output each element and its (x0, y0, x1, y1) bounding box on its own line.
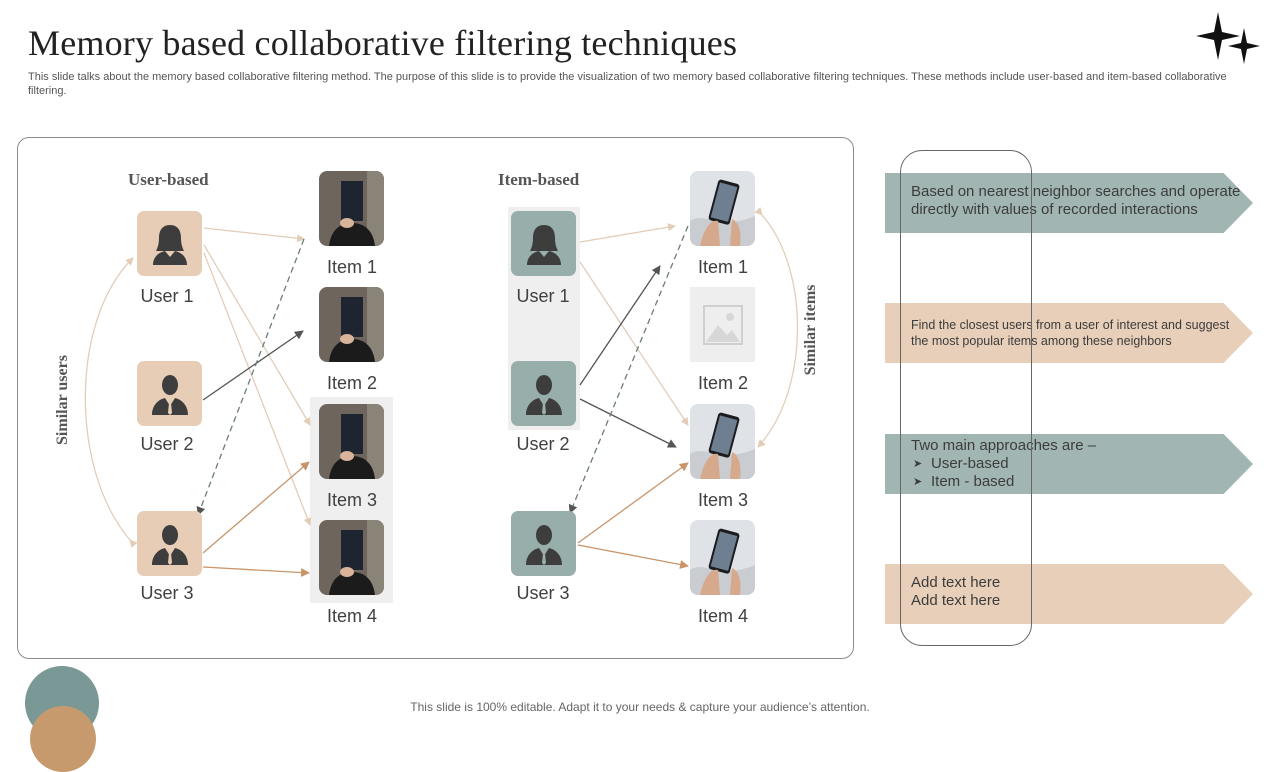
item-based-item-2-placeholder (690, 287, 755, 362)
book-photo-icon (319, 171, 384, 246)
page-title: Memory based collaborative filtering tec… (28, 23, 738, 63)
female-user-icon (526, 224, 561, 265)
user-2-avatar (137, 361, 202, 426)
chevron-right-icon: ➤ (913, 458, 923, 470)
item-2-label: Item 2 (326, 373, 378, 393)
user-3-avatar (137, 511, 202, 576)
callout-closest-users-text: Find the closest users from a user of in… (911, 318, 1230, 348)
item-based-heading: Item-based (498, 170, 580, 189)
item-based-user-3-label: User 3 (516, 583, 570, 603)
phone-photo-icon (690, 171, 755, 246)
male-user-icon (151, 374, 188, 415)
item-based-item-3-photo (690, 404, 755, 479)
callout-approaches: Two main approaches are – ➤User-based ➤I… (885, 434, 1253, 494)
item-based-item-4-label: Item 4 (697, 606, 749, 626)
female-user-icon (152, 224, 187, 265)
item-2-photo (319, 287, 384, 362)
phone-photo-icon (690, 404, 755, 479)
user-1-avatar (137, 211, 202, 276)
male-user-icon (525, 374, 562, 415)
approach-item: ➤Item - based (913, 473, 1015, 490)
item-based-item-1-label: Item 1 (697, 257, 749, 277)
approach-item: ➤User-based (913, 455, 1009, 472)
item-3-photo (319, 404, 384, 479)
book-photo-icon (319, 287, 384, 362)
book-photo-icon (319, 520, 384, 595)
callout-add-text: Add text here Add text here (885, 564, 1253, 624)
callout-bracket (900, 150, 1032, 646)
item-based-user-3-avatar (511, 511, 576, 576)
item-based-user-2-avatar (511, 361, 576, 426)
similar-users-label: Similar users (54, 355, 71, 445)
image-placeholder-icon (702, 304, 743, 345)
item-based-item-4-photo (690, 520, 755, 595)
callout-nearest-neighbor-text: Based on nearest neighbor searches and o… (911, 183, 1241, 218)
user-based-heading: User-based (128, 170, 209, 189)
page-subtitle: This slide talks about the memory based … (28, 71, 1227, 97)
item-3-label: Item 3 (326, 490, 378, 510)
chevron-right-icon: ➤ (913, 476, 923, 488)
item-based-item-2-label: Item 2 (697, 373, 749, 393)
footer-note: This slide is 100% editable. Adapt it to… (410, 700, 870, 714)
user-2-label: User 2 (140, 434, 194, 454)
callout-add-text-line-1: Add text here (911, 574, 1001, 591)
item-4-photo (319, 520, 384, 595)
similar-items-label: Similar items (802, 284, 819, 376)
item-based-user-1-avatar (511, 211, 576, 276)
book-photo-icon (319, 404, 384, 479)
callout-approaches-title: Two main approaches are – (911, 437, 1097, 454)
sparkle-icon (1196, 12, 1260, 64)
item-based-item-1-photo (690, 171, 755, 246)
decorative-circle-brown (30, 706, 96, 772)
approaches-list: ➤User-based ➤Item - based (911, 455, 1253, 491)
male-user-icon (525, 524, 562, 565)
item-4-label: Item 4 (326, 606, 378, 626)
callout-closest-users: Find the closest users from a user of in… (885, 303, 1253, 363)
diagram-panel (17, 137, 854, 659)
user-1-label: User 1 (140, 286, 194, 306)
phone-photo-icon (690, 520, 755, 595)
callout-nearest-neighbor: Based on nearest neighbor searches and o… (885, 173, 1253, 233)
item-1-label: Item 1 (326, 257, 378, 277)
callout-add-text-line-2: Add text here (911, 592, 1001, 609)
user-3-label: User 3 (140, 583, 194, 603)
item-1-photo (319, 171, 384, 246)
item-based-user-1-label: User 1 (516, 286, 570, 306)
item-based-user-2-label: User 2 (516, 434, 570, 454)
male-user-icon (151, 524, 188, 565)
item-based-item-3-label: Item 3 (697, 490, 749, 510)
